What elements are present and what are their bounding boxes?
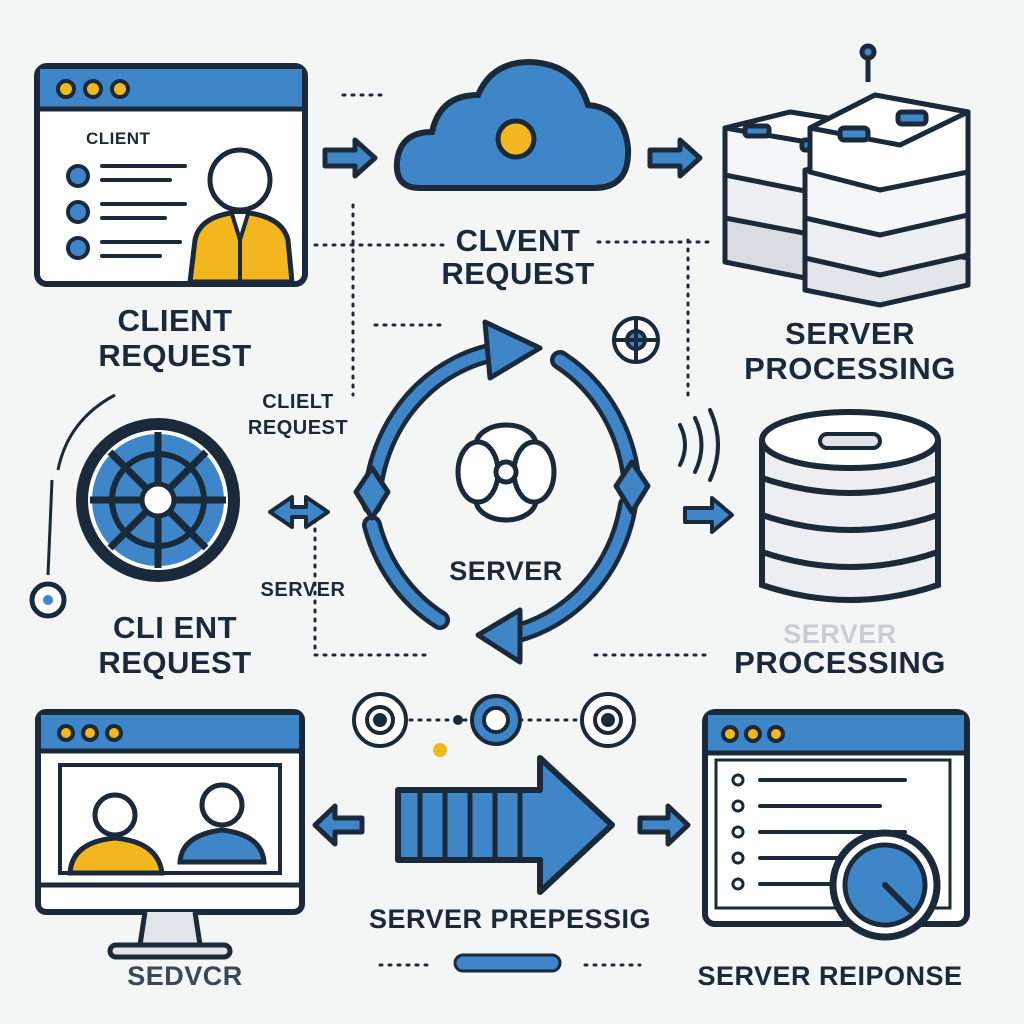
server-processing-label-line1: SERVER — [785, 316, 915, 351]
left-server-label: SERVER — [260, 579, 346, 601]
small-client-label-line1: CLIELT — [262, 391, 334, 413]
small-client-label-line2: REQUEST — [247, 417, 349, 439]
server-processing-label-line2: PROCESSING — [744, 351, 956, 386]
gauge-icon — [829, 829, 941, 941]
dotted-connectors — [313, 93, 714, 967]
client-request-mid-label-line2: REQUEST — [98, 645, 252, 680]
database-icon — [759, 409, 941, 603]
cycle-arrowheads — [353, 319, 651, 665]
big-arrow-icon — [395, 755, 615, 895]
bidirectional-arrow-icon — [268, 495, 330, 529]
processing-mid-label: PROCESSING — [734, 645, 946, 680]
yellow-dot — [433, 743, 447, 757]
cloud-label-line2: REQUEST — [441, 256, 595, 291]
dark-dot — [453, 715, 463, 725]
center-server-label: SERVER — [449, 556, 563, 586]
flower-hub-icon — [455, 422, 557, 523]
target-node-icon — [352, 316, 660, 748]
arrow-left-icon — [312, 803, 365, 847]
client-request-label-line1: CLIENT — [117, 303, 233, 338]
progress-bar — [453, 953, 562, 973]
signal-waves-icon — [678, 408, 720, 482]
server-rack-icon — [722, 43, 971, 308]
network-wheel-icon — [29, 393, 240, 619]
faded-server-label: SERVER — [783, 619, 897, 649]
server-reiponse-label: SERVER REIPONSE — [697, 961, 963, 991]
client-request-mid-label-line1: CLI ENT — [112, 610, 238, 645]
monitor-icon — [35, 709, 305, 960]
cloud-label-line1: CLVENT — [455, 223, 581, 258]
client-request-label-line2: REQUEST — [98, 338, 252, 373]
server-prepessig-label: SERVER PREPESSIG — [368, 904, 652, 934]
client-window-caption: CLIENT — [86, 129, 151, 148]
arrow-right-icon — [637, 803, 691, 847]
arrow-right-icon — [322, 137, 703, 179]
arrow-right-icon — [683, 496, 734, 534]
browser-window-icon — [34, 63, 308, 287]
cloud-icon — [393, 58, 632, 191]
sedvcr-label: SEDVCR — [127, 961, 243, 991]
